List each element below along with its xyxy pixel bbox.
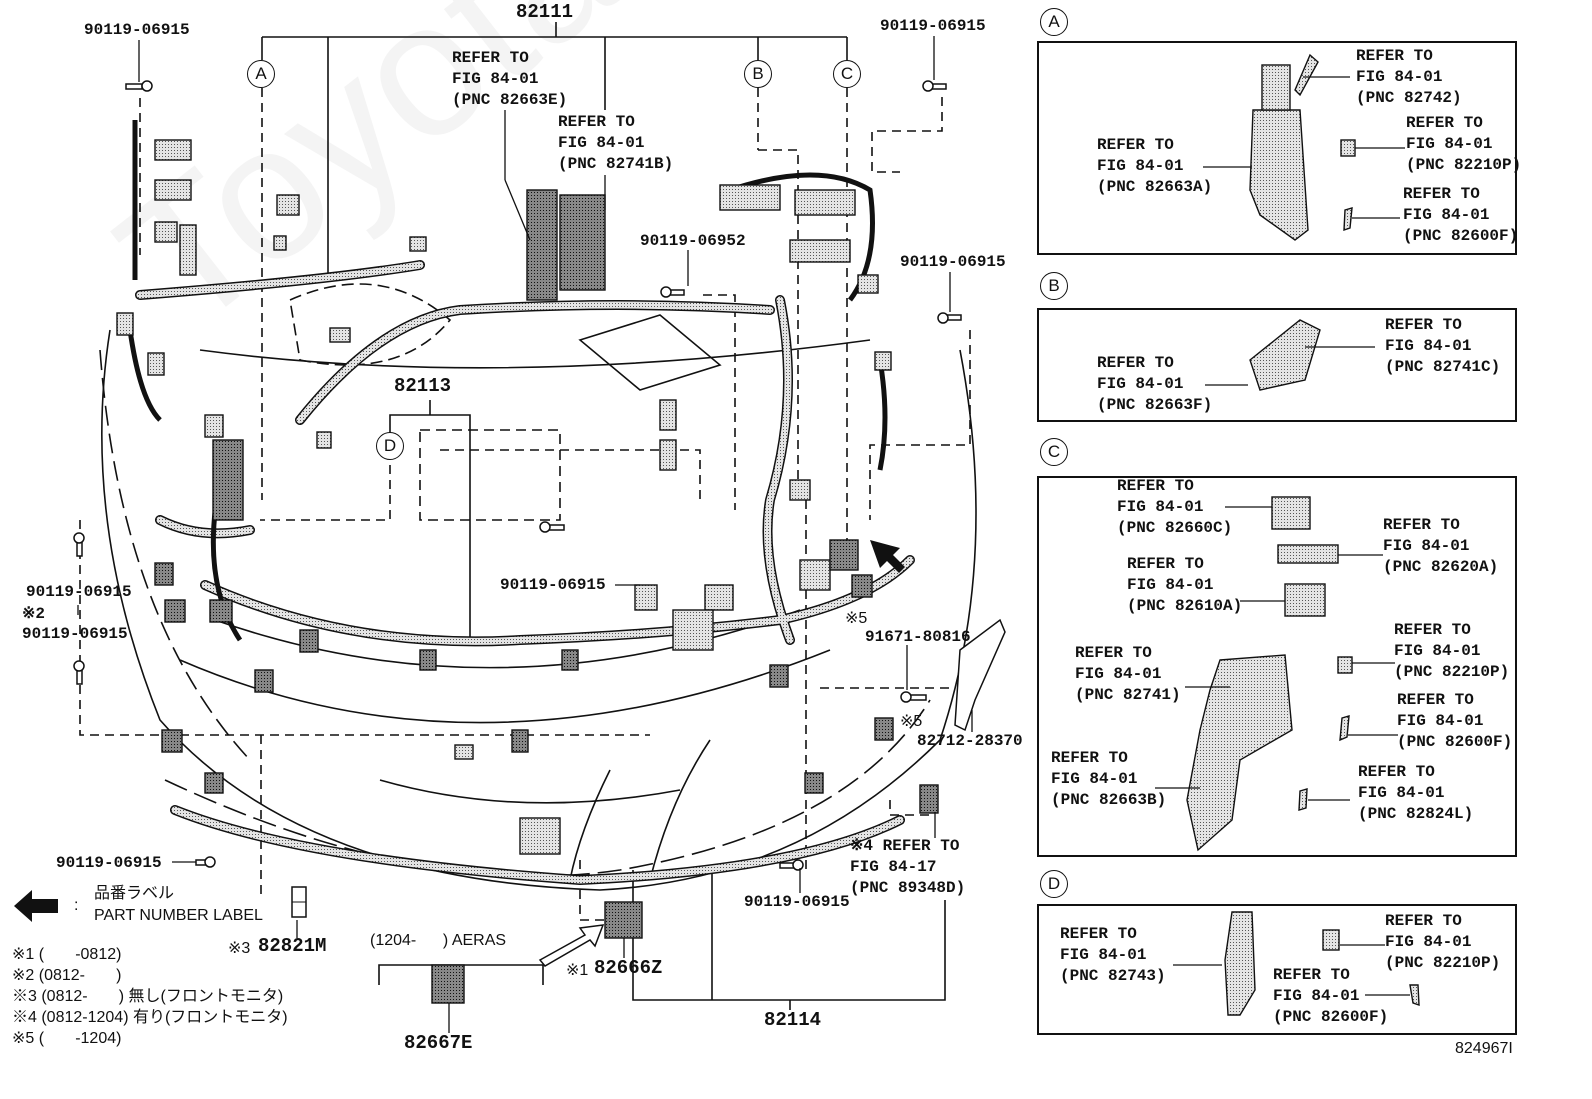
panel-a-ref-82663A[interactable]: REFER TO FIG 84-01 (PNC 82663A) — [1097, 136, 1213, 196]
bolt-label-top-left[interactable]: 90119-06915 — [84, 21, 190, 39]
panel-c-ref-82610A[interactable]: REFER TO FIG 84-01 (PNC 82610A) — [1127, 555, 1243, 615]
panel-b-ref-82663F[interactable]: REFER TO FIG 84-01 (PNC 82663F) — [1097, 354, 1213, 414]
panel-a-ref-82210P[interactable]: REFER TO FIG 84-01 (PNC 82210P) — [1406, 114, 1522, 174]
note-1: ※1 ( -0812) — [12, 946, 122, 963]
note-mark-5b: ※5 — [900, 713, 923, 730]
panel-c-callout: C — [1040, 438, 1068, 466]
bolt-label-bottom-left[interactable]: 90119-06915 — [56, 854, 162, 872]
part-label-en: PART NUMBER LABEL — [94, 907, 263, 924]
note-4: ※4 (0812-1204) 有り(フロントモニタ) — [12, 1009, 288, 1026]
callout-a[interactable]: A — [247, 60, 275, 88]
part-82666Z[interactable]: 82666Z — [594, 957, 663, 979]
bolt-label-left-2[interactable]: 90119-06915 — [22, 625, 128, 643]
panel-c-ref-82741[interactable]: REFER TO FIG 84-01 (PNC 82741) — [1075, 644, 1181, 704]
panel-c-ref-82620A[interactable]: REFER TO FIG 84-01 (PNC 82620A) — [1383, 516, 1499, 576]
note-mark-1: ※1 — [566, 962, 589, 979]
panel-b-callout: B — [1040, 272, 1068, 300]
figure-id: 824967I — [1455, 1040, 1513, 1057]
bolt-label-center[interactable]: 90119-06952 — [640, 232, 746, 250]
callout-b[interactable]: B — [744, 60, 772, 88]
part-82113[interactable]: 82113 — [394, 375, 452, 397]
detail-panel-d — [1037, 904, 1517, 1035]
bolt-label-right[interactable]: 90119-06915 — [900, 253, 1006, 271]
part-82667E[interactable]: 82667E — [404, 1032, 473, 1054]
note-mark-3: ※3 — [228, 940, 251, 957]
ref-82663E[interactable]: REFER TO FIG 84-01 (PNC 82663E) — [452, 49, 568, 109]
callout-d[interactable]: D — [376, 432, 404, 460]
panel-c-ref-82210P[interactable]: REFER TO FIG 84-01 (PNC 82210P) — [1394, 621, 1510, 681]
panel-c-ref-82663B[interactable]: REFER TO FIG 84-01 (PNC 82663B) — [1051, 749, 1167, 809]
note-3: ※3 (0812- ) 無し(フロントモニタ) — [12, 988, 284, 1005]
note-mark-5a: ※5 — [845, 610, 868, 627]
panel-d-ref-82600F[interactable]: REFER TO FIG 84-01 (PNC 82600F) — [1273, 966, 1389, 1026]
bolt-label-left-1[interactable]: 90119-06915 — [26, 583, 132, 601]
detail-panel-a — [1037, 41, 1517, 255]
aeras-label: (1204- ) AERAS — [370, 932, 507, 949]
bolt-label-top-right[interactable]: 90119-06915 — [880, 17, 986, 35]
part-label-colon: : — [74, 897, 79, 914]
panel-b-ref-82741C[interactable]: REFER TO FIG 84-01 (PNC 82741C) — [1385, 316, 1501, 376]
panel-a-ref-82600F[interactable]: REFER TO FIG 84-01 (PNC 82600F) — [1403, 185, 1519, 245]
detail-panel-b — [1037, 308, 1517, 422]
part-82111[interactable]: 82111 — [516, 1, 574, 23]
callout-c[interactable]: C — [833, 60, 861, 88]
panel-c-ref-82660C[interactable]: REFER TO FIG 84-01 (PNC 82660C) — [1117, 477, 1233, 537]
part-82114[interactable]: 82114 — [764, 1009, 822, 1031]
part-82712-28370[interactable]: 82712-28370 — [917, 732, 1023, 750]
panel-d-callout: D — [1040, 870, 1068, 898]
panel-a-ref-82742[interactable]: REFER TO FIG 84-01 (PNC 82742) — [1356, 47, 1462, 107]
bolt-label-mid[interactable]: 90119-06915 — [500, 576, 606, 594]
panel-a-callout: A — [1040, 8, 1068, 36]
ref-89348D[interactable]: ※4 REFER TO FIG 84-17 (PNC 89348D) — [850, 837, 966, 897]
panel-d-ref-82743[interactable]: REFER TO FIG 84-01 (PNC 82743) — [1060, 925, 1166, 985]
ref-82741B[interactable]: REFER TO FIG 84-01 (PNC 82741B) — [558, 113, 674, 173]
part-82821M[interactable]: 82821M — [258, 935, 327, 957]
panel-d-ref-82210P[interactable]: REFER TO FIG 84-01 (PNC 82210P) — [1385, 912, 1501, 972]
part-label-jp: 品番ラベル — [94, 885, 175, 902]
note-mark-2: ※2 — [22, 605, 46, 623]
part-91671-80816[interactable]: 91671-80816 — [865, 628, 971, 646]
bolt-label-bottom-center[interactable]: 90119-06915 — [744, 893, 850, 911]
detail-panel-c — [1037, 476, 1517, 857]
notes-list: ※1 ( -0812) ※2 (0812- ) ※3 (0812- ) 無し(フ… — [12, 944, 288, 1049]
panel-c-ref-82600F[interactable]: REFER TO FIG 84-01 (PNC 82600F) — [1397, 691, 1513, 751]
note-5: ※5 ( -1204) — [12, 1030, 122, 1047]
note-2: ※2 (0812- ) — [12, 967, 122, 984]
panel-c-ref-82824L[interactable]: REFER TO FIG 84-01 (PNC 82824L) — [1358, 763, 1474, 823]
